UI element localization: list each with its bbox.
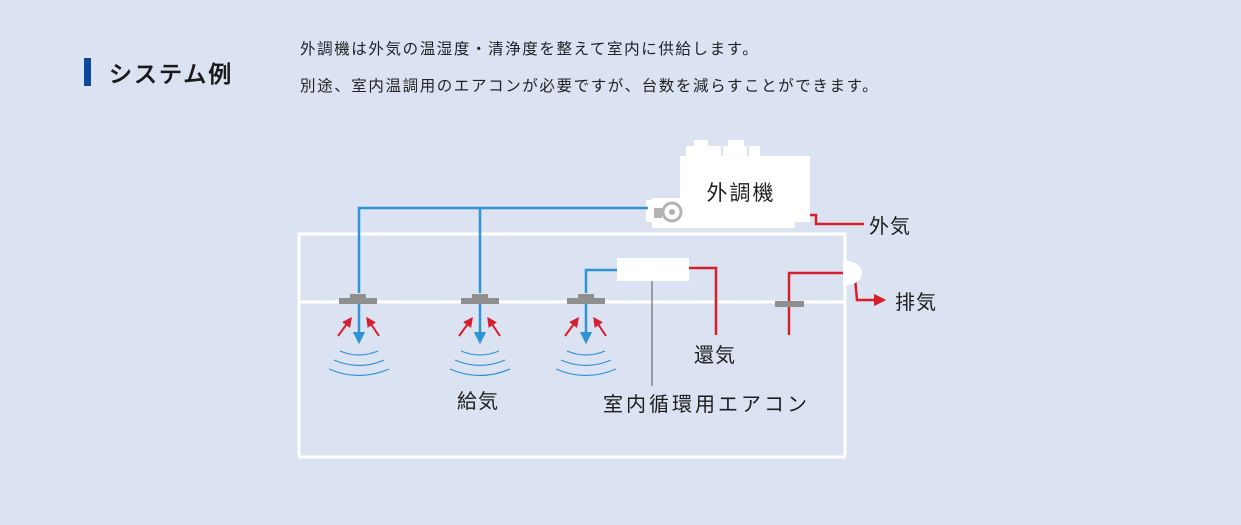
description-line-2: 別途、室内温調用のエアコンが必要ですが、台数を減らすことができます。 bbox=[300, 77, 880, 95]
indoor-ac-diffuser bbox=[555, 294, 617, 377]
outdoor-air-label: 外気 bbox=[869, 214, 911, 238]
supply-duct bbox=[357, 206, 648, 293]
indoor-ac-unit bbox=[617, 258, 689, 281]
indoor-ac-supply-pipe bbox=[584, 268, 617, 293]
fan-icon bbox=[661, 201, 683, 223]
description-line-1: 外調機は外気の温湿度・清浄度を整えて室内に供給します。 bbox=[300, 40, 760, 58]
outdoor-air-intake-pipe bbox=[810, 213, 864, 226]
description: 外調機は外気の温湿度・清浄度を整えて室内に供給します。 別途、室内温調用のエアコ… bbox=[300, 38, 879, 112]
outdoor-air-unit-label: 外調機 bbox=[707, 181, 776, 205]
exhaust-fan-hood bbox=[843, 260, 862, 286]
supply-diffuser bbox=[449, 294, 511, 377]
exhaust-label: 排気 bbox=[895, 290, 937, 314]
outdoor-air-unit bbox=[646, 140, 810, 228]
section-heading: システム例 bbox=[84, 58, 234, 88]
indoor-ac-label: 室内循環用エアコン bbox=[603, 392, 810, 416]
exhaust-outlet-pipe bbox=[853, 277, 887, 307]
exhaust-pipe bbox=[787, 271, 843, 335]
return-air-pipe bbox=[689, 266, 718, 335]
exhaust-grille bbox=[775, 301, 804, 307]
room-outline bbox=[297, 232, 847, 459]
heading-accent-bar bbox=[84, 58, 91, 86]
supply-diffuser bbox=[328, 294, 390, 377]
return-air-label: 還気 bbox=[694, 343, 736, 367]
section-title: システム例 bbox=[109, 62, 234, 88]
supply-air-label: 給気 bbox=[457, 389, 499, 413]
